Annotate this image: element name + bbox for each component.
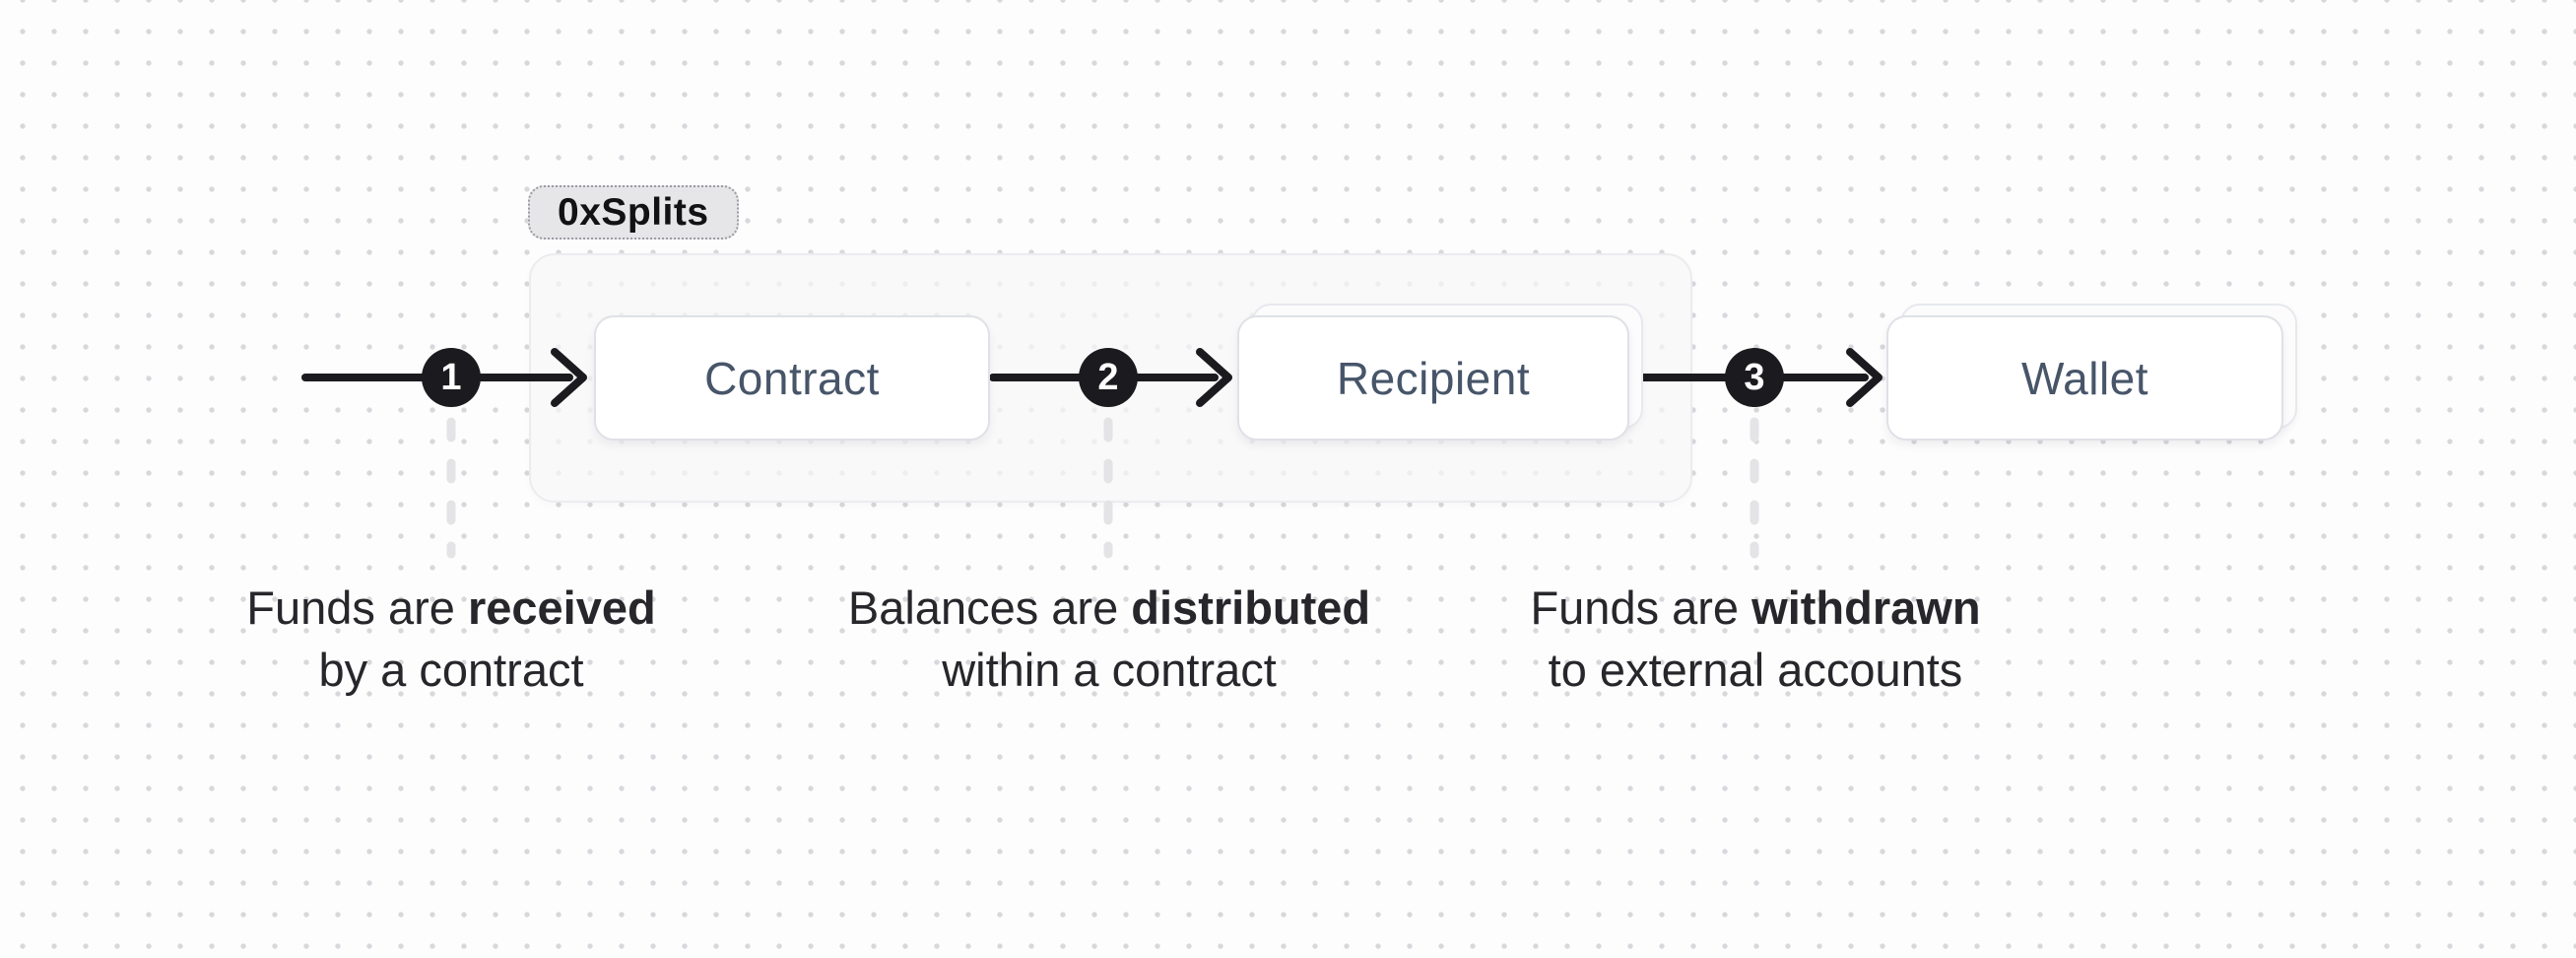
step-marker-1: 1 [422,348,481,407]
step-caption-2-bold: distributed [1131,582,1371,634]
step-marker-2: 2 [1079,348,1138,407]
step-caption-2-prefix: Balances are [847,582,1132,634]
step-caption-3-line-2: to external accounts [1548,644,1963,696]
step-caption-2-line-1: Balances are distributed [794,577,1424,639]
step-caption-3-line-1: Funds are withdrawn [1440,577,2071,639]
step-caption-2: Balances are distributed within a contra… [794,577,1424,701]
step-caption-1-prefix: Funds are [246,582,468,634]
step-number-2: 2 [1097,357,1119,398]
step-number-1: 1 [440,357,462,398]
wallet-node-label: Wallet [2020,352,2149,404]
contract-node-label: Contract [704,352,880,404]
step-caption-3-bold: withdrawn [1751,582,1981,634]
contract-node: Contract [594,315,990,441]
step-marker-3: 3 [1725,348,1784,407]
step-caption-1-line-1: Funds are received [136,577,766,639]
step-caption-3-prefix: Funds are [1530,582,1752,634]
step-caption-3: Funds are withdrawn to external accounts [1440,577,2071,701]
recipient-node: Recipient [1237,315,1629,441]
step-caption-2-line-2: within a contract [942,644,1277,696]
step-caption-1: Funds are received by a contract [136,577,766,701]
step-number-3: 3 [1744,357,1765,398]
splits-group-badge: 0xSplits [528,185,739,240]
wallet-node: Wallet [1886,315,2283,441]
recipient-node-label: Recipient [1336,352,1531,404]
step-caption-1-bold: received [467,582,656,634]
step-caption-1-line-2: by a contract [318,644,584,696]
